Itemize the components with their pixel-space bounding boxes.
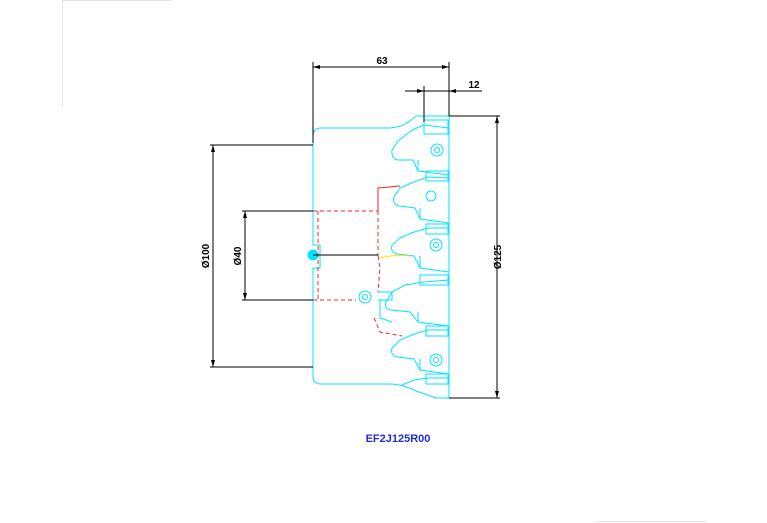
arrow-100-top [211,145,215,152]
dim-text-63: 63 [376,56,388,67]
insert-pocket-6 [401,377,449,386]
axis-yellow [379,254,411,259]
insert-2 [425,170,449,182]
dim-text-d100: Ø100 [201,243,212,268]
hub-face [378,291,393,301]
screw-4 [358,290,372,304]
frame-left-edge [62,0,63,108]
relief-hidden [373,317,403,337]
dim-text-d40: Ø40 [233,246,244,265]
screw-1-core [434,147,440,153]
arrow-63-left [313,65,320,69]
dim-text-12: 12 [468,80,480,91]
arrow-125-bottom [495,391,499,398]
insert-pocket-3 [391,227,450,273]
arrow-40-top [243,211,247,218]
chamfer-line [377,185,401,211]
arrow-40-bottom [243,293,247,300]
insert-pocket-5 [391,329,450,375]
body-profile [312,115,450,399]
arrow-12-left [417,89,424,93]
dimension-lines [210,62,500,399]
body-side-flat [312,145,321,367]
frame-top-edge [62,0,172,1]
insert-6 [425,373,449,385]
insert-pocket-4 [385,279,450,327]
hidden-solid-lines [377,185,401,211]
insert-4 [419,274,449,286]
frame-bottom-edge [596,521,706,522]
screw-4-core [362,294,368,300]
screw-5 [429,353,443,367]
part-code-label: EF2J125R00 [366,433,431,445]
screw-3-core [433,242,439,248]
hub-step [379,300,393,323]
keyway-hidden [377,255,381,293]
insert-3 [425,223,449,235]
dim-text-d125: Ø125 [493,244,504,269]
insert-pocket-1 [391,124,450,176]
insert-1 [423,119,449,135]
arrow-100-bottom [211,360,215,367]
insert-pocket-2 [393,176,450,224]
screw-1 [430,143,444,157]
screw-5-core [433,357,439,363]
dimension-arrows [211,65,499,398]
hidden-lines [313,210,403,337]
cutter-body-outline [307,115,450,399]
screw-2 [425,190,437,202]
arrow-125-top [495,116,499,123]
insert-5 [425,325,449,337]
arrow-63-right [442,65,449,69]
screw-3 [429,238,443,252]
arrow-12-right [449,89,456,93]
